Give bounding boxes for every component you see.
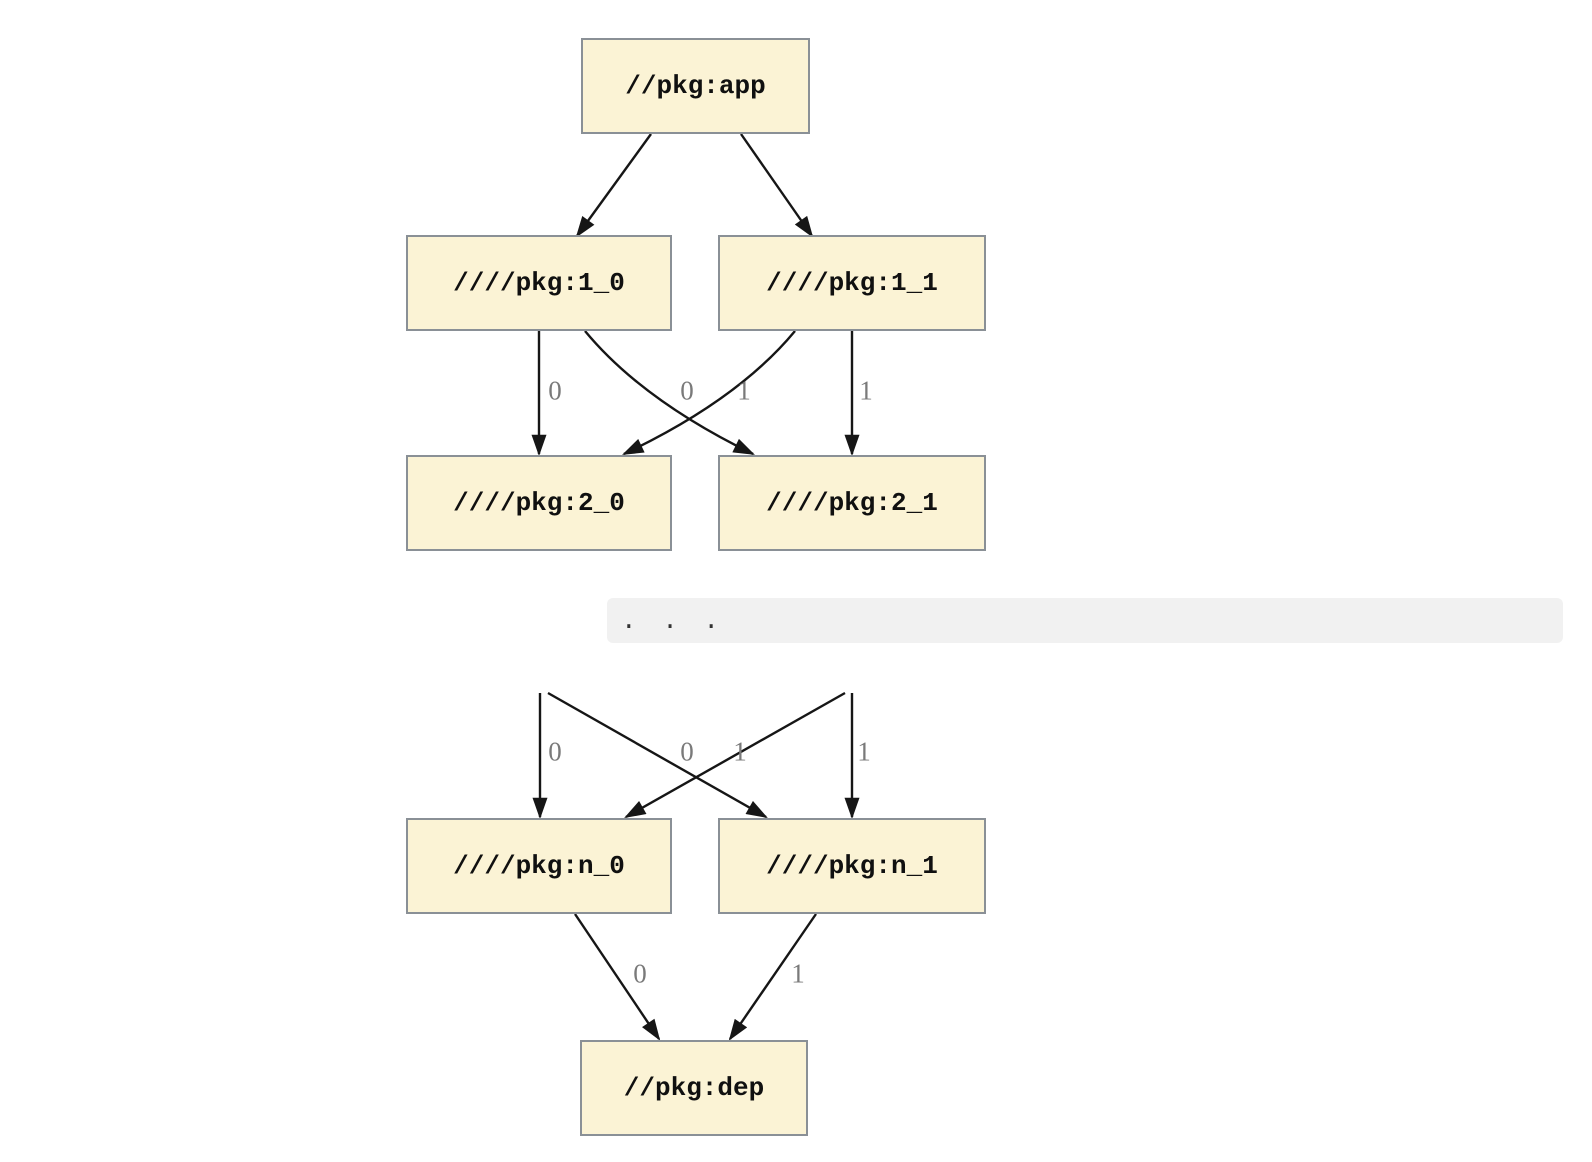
node-pkg-1_1: ////pkg:1_1 (718, 235, 986, 331)
node-pkg-2_0: ////pkg:2_0 (406, 455, 672, 551)
edge-1_1-to-2_0 (622, 330, 796, 456)
edge-n_1-to-dep (728, 913, 817, 1041)
ellipsis-text: . . . (621, 605, 725, 636)
node-pkg-2_1: ////pkg:2_1 (718, 455, 986, 551)
edge-label-ellipsis-n_1-cross: 1 (733, 736, 747, 767)
node-pkg-app: //pkg:app (581, 38, 810, 134)
edge-app-to-1_1 (740, 133, 814, 238)
node-pkg-n_0: ////pkg:n_0 (406, 818, 672, 914)
edge-ellipsis-to-n_1-cross (547, 691, 768, 819)
edge-n_0-to-dep (574, 913, 661, 1041)
node-pkg-n_1: ////pkg:n_1 (718, 818, 986, 914)
node-pkg-1_0: ////pkg:1_0 (406, 235, 672, 331)
edge-label-1_1-2_1: 1 (859, 375, 873, 406)
edge-label-n_0-dep: 0 (633, 958, 647, 989)
edge-label-ellipsis-n_1-straight: 1 (857, 736, 871, 767)
edge-label-ellipsis-n_0-cross: 0 (680, 736, 694, 767)
edge-label-1_1-2_0: 0 (680, 375, 694, 406)
edge-label-ellipsis-n_0-straight: 0 (548, 736, 562, 767)
edge-ellipsis-to-n_0-cross (624, 691, 846, 819)
edge-label-n_1-dep: 1 (791, 958, 805, 989)
node-pkg-dep: //pkg:dep (580, 1040, 808, 1136)
edge-label-1_0-2_1: 1 (737, 375, 751, 406)
edge-app-to-1_0 (575, 133, 652, 238)
edge-1_0-to-2_1 (584, 330, 755, 456)
ellipsis-bar: . . . (607, 598, 1563, 643)
edge-label-1_0-2_0: 0 (548, 375, 562, 406)
